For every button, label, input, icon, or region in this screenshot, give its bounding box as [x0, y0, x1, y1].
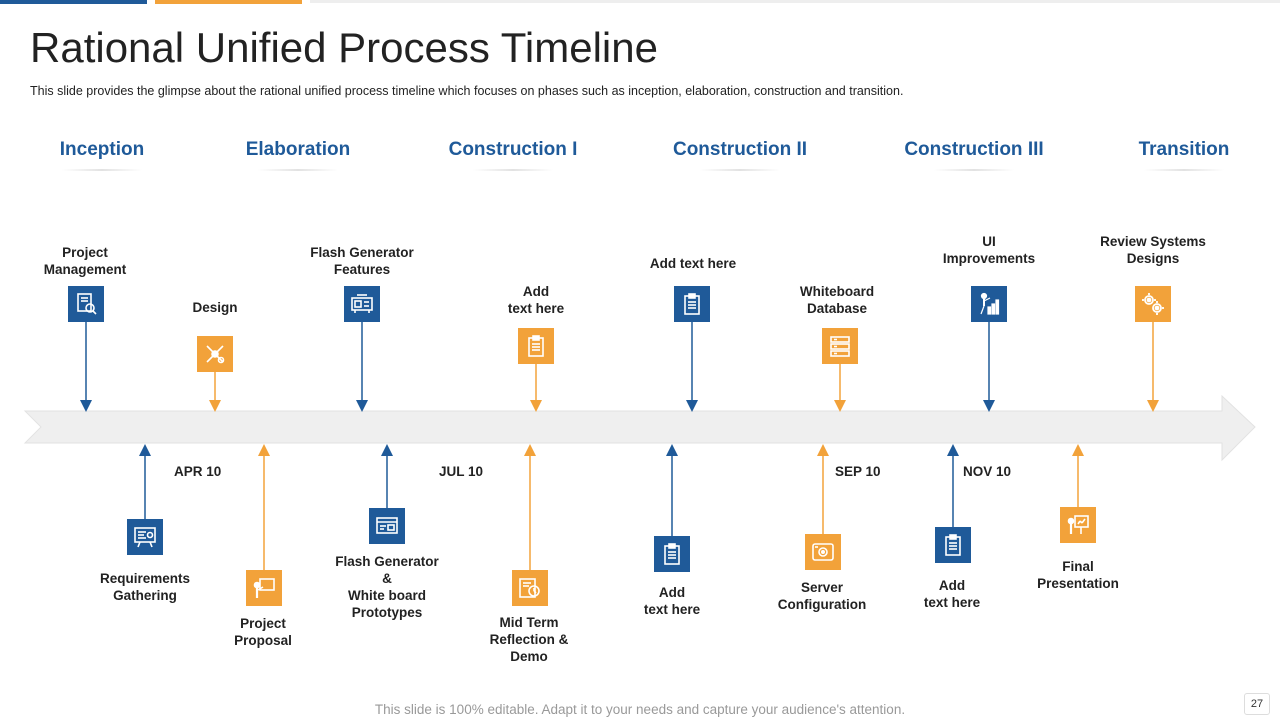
- timeline-arrow-shape: [23, 394, 1256, 462]
- phase-label: Construction I: [448, 139, 578, 160]
- phase-elaboration: Elaboration: [213, 139, 383, 171]
- phase-label: Elaboration: [245, 139, 351, 160]
- clipboard-icon: [935, 527, 971, 563]
- milestone-add-text-top-2: Add text here: [649, 256, 737, 271]
- phase-construction-2: Construction II: [655, 139, 825, 171]
- phase-construction-1: Construction I: [428, 139, 598, 171]
- phase-inception: Inception: [17, 139, 187, 171]
- report-search-icon: [68, 286, 104, 322]
- server-icon: [805, 534, 841, 570]
- accent-bar-gray: [310, 0, 1280, 3]
- phase-construction-3: Construction III: [889, 139, 1059, 171]
- growth-chart-icon: [971, 286, 1007, 322]
- phase-label: Transition: [1138, 139, 1230, 160]
- requirements-icon: [127, 519, 163, 555]
- page-title: Rational Unified Process Timeline: [30, 24, 658, 71]
- gears-icon: [1135, 286, 1171, 322]
- reflection-icon: [512, 570, 548, 606]
- date-apr: APR 10: [174, 464, 222, 479]
- page-number: 27: [1244, 693, 1270, 715]
- database-icon: [822, 328, 858, 364]
- clipboard-icon: [654, 536, 690, 572]
- prototype-icon: [369, 508, 405, 544]
- date-sep: SEP 10: [835, 464, 881, 479]
- milestone-design: Design: [192, 300, 238, 315]
- presentation-icon: [1060, 507, 1096, 543]
- phase-transition: Transition: [1099, 139, 1269, 171]
- accent-bar-blue: [0, 0, 147, 4]
- accent-bar-orange: [155, 0, 302, 4]
- date-jul: JUL 10: [439, 464, 484, 479]
- phase-label: Inception: [59, 139, 145, 160]
- footer-note: This slide is 100% editable. Adapt it to…: [374, 702, 906, 717]
- page-subtitle: This slide provides the glimpse about th…: [30, 84, 904, 98]
- generator-icon: [344, 286, 380, 322]
- date-nov: NOV 10: [963, 464, 1012, 479]
- phase-label: Construction II: [672, 139, 808, 160]
- presenter-icon: [246, 570, 282, 606]
- clipboard-icon: [674, 286, 710, 322]
- clipboard-icon: [518, 328, 554, 364]
- design-tools-icon: [197, 336, 233, 372]
- phase-label: Construction III: [904, 139, 1044, 160]
